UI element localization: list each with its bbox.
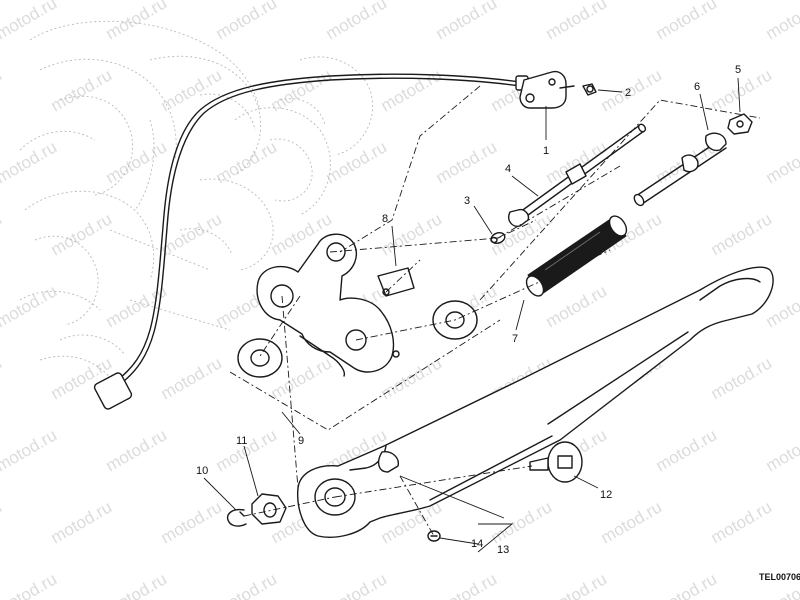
- assembly-lines: [229, 85, 761, 537]
- watermark-text: motod.ru: [158, 497, 226, 547]
- callout-7: 7: [512, 333, 518, 345]
- watermark-text: motod.ru: [0, 65, 5, 115]
- watermark-text: motod.ru: [0, 569, 60, 600]
- watermark-text: motod.ru: [543, 281, 611, 331]
- pivot-bolt: [529, 441, 583, 483]
- engine-background-sketch: [19, 20, 374, 386]
- sidestand-spring: [525, 215, 628, 297]
- watermark-text: motod.ru: [0, 353, 5, 403]
- circlip: [226, 508, 247, 527]
- watermark-text: motod.ru: [158, 65, 226, 115]
- spring-pin-long: [508, 123, 647, 227]
- small-screw: [427, 530, 441, 542]
- watermark-text: motod.ru: [0, 0, 60, 43]
- watermark-text: motod.ru: [708, 209, 776, 259]
- callout-1: 1: [543, 145, 549, 157]
- spring-pin-short: [633, 132, 727, 207]
- watermark-text: motod.ru: [323, 137, 391, 187]
- callout-8: 8: [382, 213, 388, 225]
- watermark-text: motod.ru: [0, 209, 5, 259]
- watermark-text: motod.ru: [103, 137, 171, 187]
- pivot-nut: [251, 493, 287, 525]
- callout-9: 9: [298, 435, 304, 447]
- watermark-text: motod.ru: [433, 569, 501, 600]
- watermark-text: motod.ru: [0, 281, 60, 331]
- callout-11: 11: [236, 435, 247, 447]
- watermark-text: motod.ru: [48, 209, 116, 259]
- watermark-text: motod.ru: [103, 569, 171, 600]
- callout-3: 3: [464, 195, 470, 207]
- watermark-text: motod.ru: [708, 497, 776, 547]
- callout-10: 10: [196, 465, 208, 477]
- drawing-code: TEL00706: [759, 572, 800, 582]
- watermark-text: motod.ru: [653, 0, 721, 43]
- watermark-text: motod.ru: [653, 425, 721, 475]
- sidestand-leg: [297, 266, 774, 538]
- callout-12: 12: [600, 489, 612, 501]
- callout-13: 13: [497, 544, 509, 556]
- pin-nut: [727, 113, 753, 135]
- watermark-text: motod.ru: [323, 0, 391, 43]
- watermark-text: motod.ru: [763, 137, 800, 187]
- watermark-text: motod.ru: [213, 0, 281, 43]
- callout-labels: 1 2 3 4 5 6 7 8 9 10 11 12 13 14: [196, 64, 741, 556]
- watermark-text: motod.ru: [0, 425, 60, 475]
- callout-4: 4: [505, 163, 511, 175]
- watermark-text: motod.ru: [763, 425, 800, 475]
- watermark-text: motod.ru: [158, 353, 226, 403]
- watermark-text: motod.ru: [323, 569, 391, 600]
- sidestand-sensor: [519, 70, 575, 109]
- watermark-text: motod.ru: [213, 569, 281, 600]
- watermark-text: motod.ru: [543, 569, 611, 600]
- sidestand-sensor-cable: [93, 73, 529, 410]
- watermark-text: motod.ru: [378, 65, 446, 115]
- watermark-text: motod.ru: [103, 281, 171, 331]
- watermark-text: motod.ru: [48, 65, 116, 115]
- callout-5: 5: [735, 64, 741, 76]
- sidestand-bracket: [256, 233, 415, 377]
- callout-2: 2: [625, 87, 631, 99]
- callout-6: 6: [694, 81, 700, 93]
- callout-14: 14: [471, 538, 483, 550]
- watermark-text: motod.ru: [213, 425, 281, 475]
- leader-lines: [203, 77, 741, 553]
- watermark-text: motod.ru: [543, 0, 611, 43]
- watermark-text: motod.ru: [708, 65, 776, 115]
- sensor-screw: [582, 83, 597, 96]
- watermark-text: motod.ru: [0, 497, 5, 547]
- watermark-text: motod.ru: [763, 0, 800, 43]
- washer-left: [237, 338, 283, 378]
- watermark-text: motod.ru: [433, 137, 501, 187]
- watermark-text: motod.ru: [708, 353, 776, 403]
- watermark-text: motod.ru: [598, 497, 666, 547]
- watermark-text: motod.ru: [0, 137, 60, 187]
- watermark-text: motod.ru: [48, 497, 116, 547]
- watermark-text: motod.ru: [653, 569, 721, 600]
- watermark-text: motod.ru: [433, 0, 501, 43]
- watermark-text: motod.ru: [488, 497, 556, 547]
- watermark-text: motod.ru: [103, 425, 171, 475]
